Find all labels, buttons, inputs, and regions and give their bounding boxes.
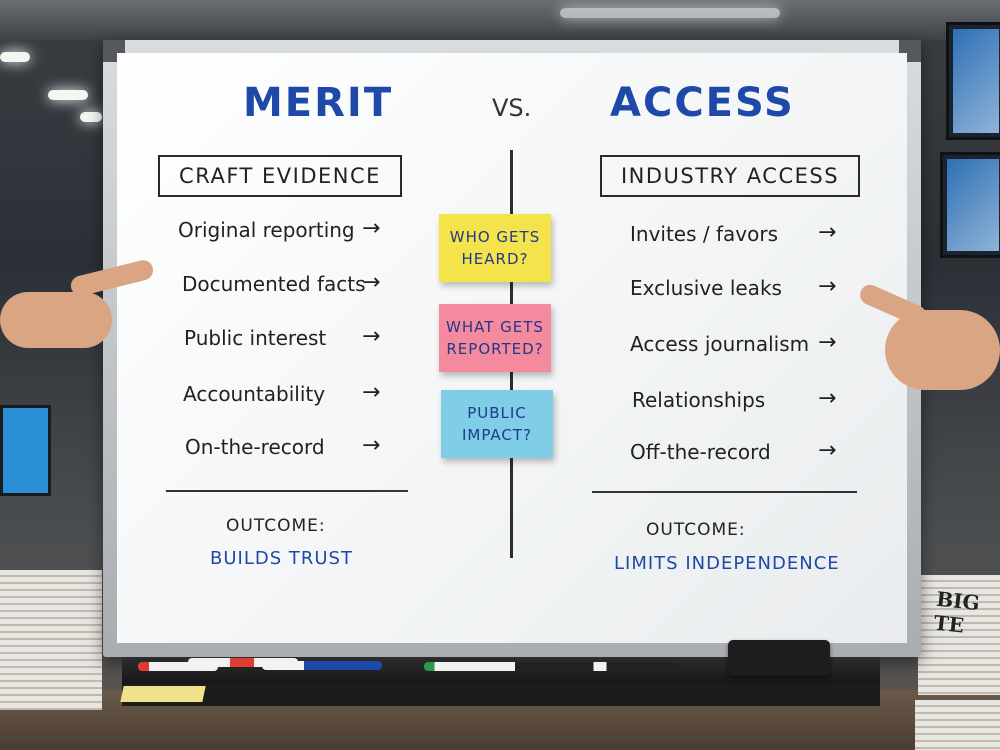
sticky-note-pad	[120, 686, 206, 702]
left-item: Original reporting	[178, 218, 355, 242]
red-marker[interactable]	[138, 662, 218, 671]
left-item: Accountability	[183, 382, 326, 406]
arrow-icon: →	[818, 386, 837, 411]
left-outcome-value: BUILDS TRUST	[210, 548, 353, 569]
sticky-note: PUBLIC IMPACT?	[441, 390, 553, 458]
ceiling-light	[48, 90, 88, 100]
arrow-icon: →	[818, 330, 837, 355]
green-marker[interactable]	[424, 662, 554, 671]
right-item: Access journalism	[630, 332, 810, 356]
wall-monitor	[946, 22, 1000, 140]
arrow-icon: →	[362, 324, 381, 349]
newspaper-stack	[918, 575, 1000, 695]
left-header-box: CRAFT EVIDENCE	[158, 155, 402, 197]
ceiling-light	[0, 52, 30, 62]
arrow-icon: →	[818, 220, 837, 245]
blue-marker[interactable]	[262, 661, 382, 670]
right-header-box: INDUSTRY ACCESS	[600, 155, 860, 197]
wall-monitor	[940, 152, 1000, 258]
right-item: Invites / favors	[630, 222, 778, 246]
marker-tray-lip	[122, 684, 880, 706]
right-item: Relationships	[632, 388, 766, 412]
ceiling	[0, 0, 1000, 40]
right-item: Exclusive leaks	[630, 276, 782, 300]
right-outcome-value: LIMITS INDEPENDENCE	[614, 553, 840, 574]
arrow-icon: →	[362, 433, 381, 458]
left-item: Documented facts	[182, 272, 366, 296]
right-outcome-label: OUTCOME:	[646, 520, 746, 540]
left-hand	[0, 292, 112, 348]
arrow-icon: →	[362, 216, 381, 241]
arrow-icon: →	[362, 380, 381, 405]
right-item: Off-the-record	[630, 440, 771, 464]
sticky-note: WHO GETS HEARD?	[439, 214, 551, 282]
right-divider-line	[592, 491, 857, 493]
desk-monitor	[0, 405, 51, 496]
newspaper-stack	[0, 570, 102, 710]
left-title: MERIT	[243, 80, 394, 126]
black-marker[interactable]	[548, 662, 678, 671]
arrow-icon: →	[818, 438, 837, 463]
arrow-icon: →	[818, 274, 837, 299]
left-item: On-the-record	[185, 435, 325, 459]
whiteboard-eraser[interactable]	[728, 640, 830, 676]
left-divider-line	[166, 490, 408, 492]
arrow-icon: →	[362, 270, 381, 295]
ceiling-light	[80, 112, 102, 122]
newspaper-headline: BIG TE	[932, 586, 981, 638]
right-title: ACCESS	[610, 80, 795, 126]
vs-label: VS.	[492, 94, 532, 122]
newspaper-stack	[915, 700, 1000, 750]
left-item: Public interest	[184, 326, 327, 350]
left-outcome-label: OUTCOME:	[226, 516, 326, 536]
right-hand	[885, 310, 1000, 390]
sticky-note: WHAT GETS REPORTED?	[439, 304, 551, 372]
red-marker[interactable]	[188, 658, 298, 667]
ceiling-light	[560, 8, 780, 18]
